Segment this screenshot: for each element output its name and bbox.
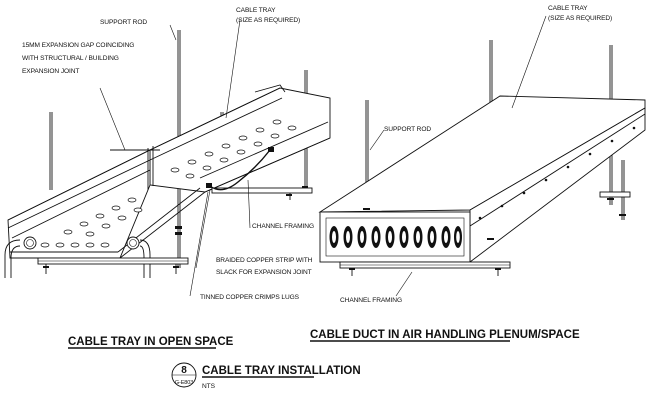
braided-strip-label-2: SLACK FOR EXPANSION JOINT [216, 269, 312, 276]
expansion-gap-label-3: EXPANSION JOINT [22, 68, 79, 75]
cable-tray-open-space-drawing [4, 19, 331, 297]
cable-tray-label-right-1: CABLE TRAY [548, 5, 588, 12]
detail-title: CABLE TRAY INSTALLATION [202, 365, 361, 377]
detail-title-block: 8 G-E803 CABLE TRAY INSTALLATION NTS [171, 362, 361, 390]
channel-framing-label-right: CHANNEL FRAMING [340, 297, 402, 304]
expansion-gap-label-2: WITH STRUCTURAL / BUILDING [22, 55, 119, 62]
expansion-gap-label-1: 15MM EXPANSION GAP COINCIDING [22, 42, 134, 49]
support-rod-label-left: SUPPORT ROD [100, 19, 147, 26]
side-bolts [478, 126, 636, 220]
channel-framing-right [339, 191, 631, 276]
cable-tray-label-right-2: (SIZE AS REQUIRED) [548, 15, 612, 22]
tray-perforations [40, 119, 297, 248]
detail-number: 8 [181, 365, 187, 376]
detail-scale: NTS [202, 383, 216, 390]
conduit-pipes [4, 236, 151, 278]
support-rod-label-right: SUPPORT ROD [384, 126, 431, 133]
left-view-title: CABLE TRAY IN OPEN SPACE [68, 336, 234, 348]
detail-sheet-ref: G-E803 [175, 380, 193, 386]
braided-copper-strip [206, 147, 274, 191]
cable-tray-label-left-2: (SIZE AS REQUIRED) [236, 17, 300, 24]
cable-duct-plenum-drawing [318, 15, 646, 297]
channel-framing-left [37, 186, 313, 274]
channel-framing-label-left: CHANNEL FRAMING [252, 223, 314, 230]
crimp-lugs-label: TINNED COPPER CRIMPS LUGS [200, 294, 300, 301]
braided-strip-label-1: BRAIDED COPPER STRIP WITH [216, 257, 313, 264]
cable-tray-label-left-1: CABLE TRAY [236, 7, 276, 14]
right-view-title: CABLE DUCT IN AIR HANDLING PLENUM/SPACE [310, 329, 580, 341]
duct-cables [329, 226, 462, 248]
